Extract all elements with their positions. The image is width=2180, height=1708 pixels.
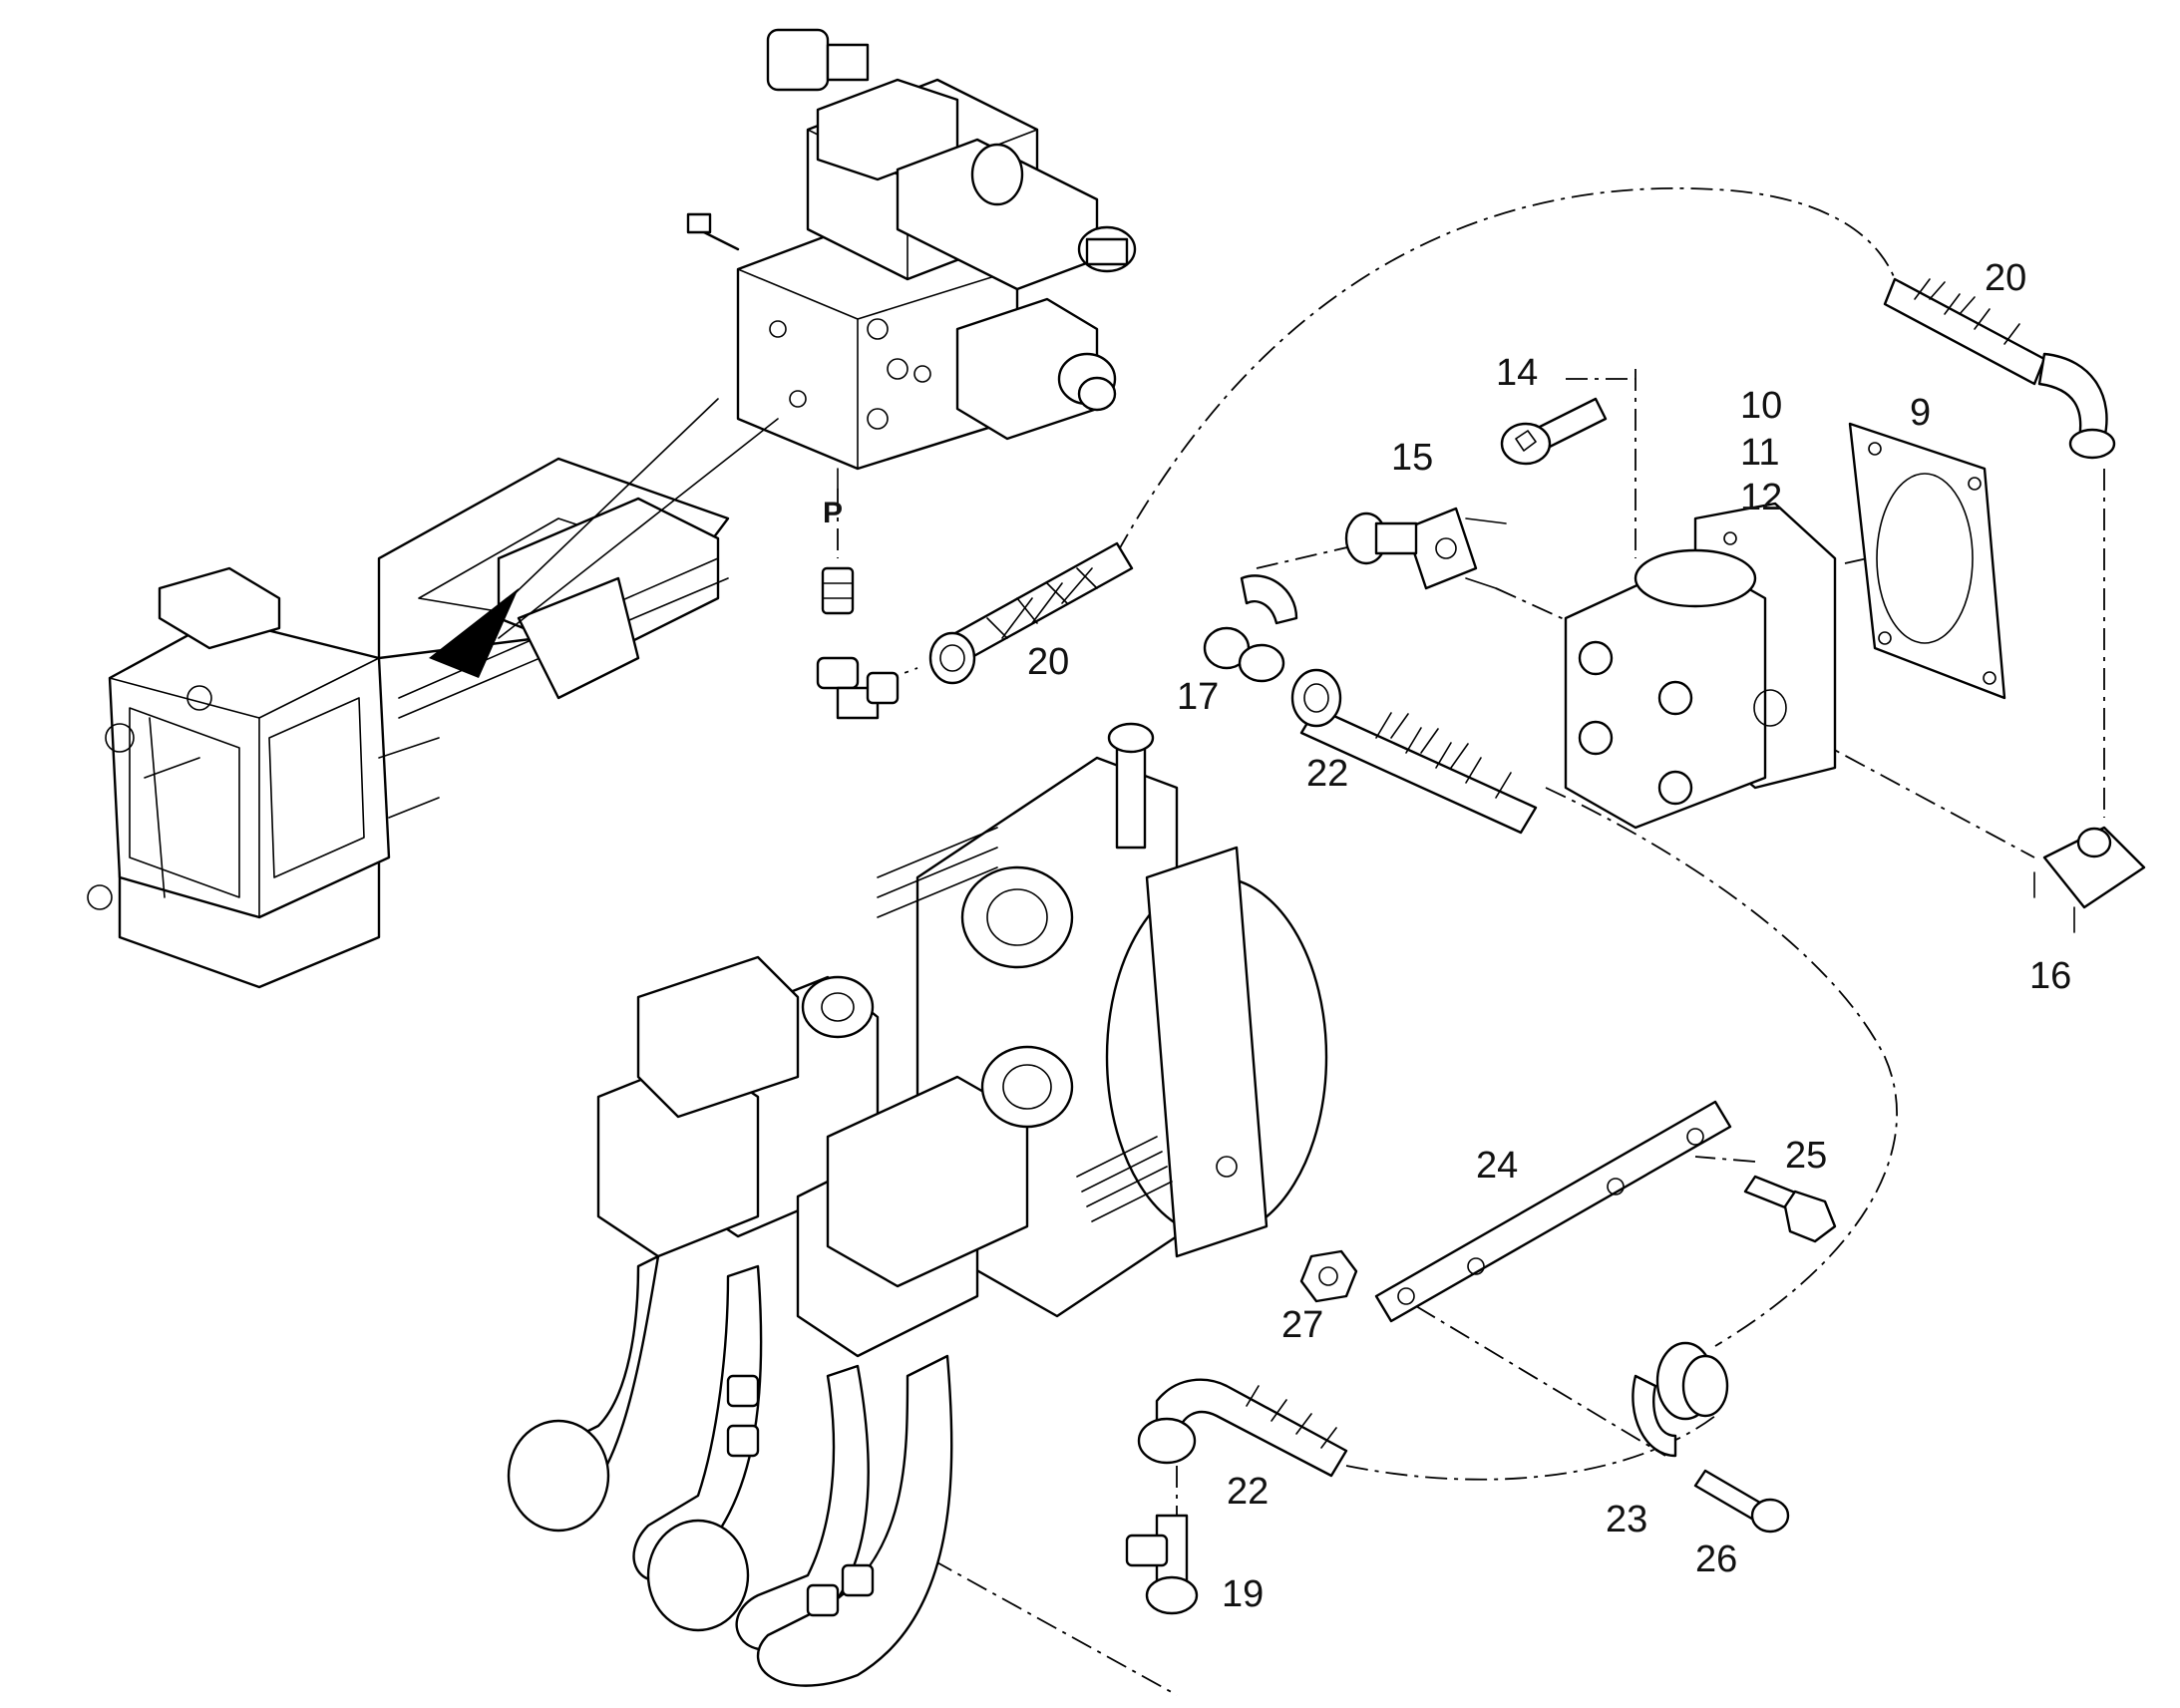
callout-22-lower: 22 <box>1227 1471 1270 1513</box>
gasket-9 <box>1848 422 2006 700</box>
callout-25: 25 <box>1785 1135 1828 1177</box>
hose-20-upper <box>1883 277 2116 460</box>
split-flange-16 <box>2033 826 2146 933</box>
callout-9: 9 <box>1910 392 1932 434</box>
suction-pipes <box>507 1254 953 1687</box>
callout-20-upper: 20 <box>1985 257 2027 299</box>
callout-10: 10 <box>1740 385 1783 427</box>
gear-pump-assembly <box>1564 502 1837 830</box>
support-bar-24 <box>1374 1100 1732 1323</box>
callout-23: 23 <box>1606 1499 1648 1540</box>
callout-15: 15 <box>1391 437 1434 479</box>
tee-fitting-19 <box>1125 1514 1199 1615</box>
callout-11: 11 <box>1740 432 1780 474</box>
leader-lines <box>837 186 2105 1696</box>
hex-nut-27 <box>1299 1249 1358 1303</box>
callout-27: 27 <box>1281 1304 1324 1346</box>
hose-20-lower <box>928 541 1134 685</box>
control-valve-block <box>686 28 1137 490</box>
callout-22-upper: 22 <box>1306 753 1349 795</box>
elbow-fittings-17 <box>1203 574 1298 683</box>
hose-22-lower <box>1137 1378 1348 1478</box>
hose-22-upper <box>1290 668 1538 835</box>
callout-26: 26 <box>1695 1538 1738 1580</box>
flange-fitting-15 <box>1344 507 1507 590</box>
hex-bolt-25 <box>1743 1175 1837 1243</box>
callout-12: 12 <box>1740 477 1783 518</box>
cap-screw-26 <box>1693 1469 1790 1534</box>
callout-19: 19 <box>1222 1573 1265 1615</box>
machine-cab-frame <box>87 398 779 989</box>
pressure-port-fittings <box>816 566 900 720</box>
callout-20-lower: 20 <box>1027 641 1070 683</box>
pipe-clamp-23 <box>1632 1341 1729 1458</box>
callout-16: 16 <box>2029 955 2072 997</box>
callout-17: 17 <box>1177 676 1220 718</box>
engine-pump-assembly <box>596 722 1328 1358</box>
cap-screw-14 <box>1500 397 1608 466</box>
callout-p: P <box>823 497 844 529</box>
callout-14: 14 <box>1496 352 1539 394</box>
callout-24: 24 <box>1476 1145 1519 1187</box>
